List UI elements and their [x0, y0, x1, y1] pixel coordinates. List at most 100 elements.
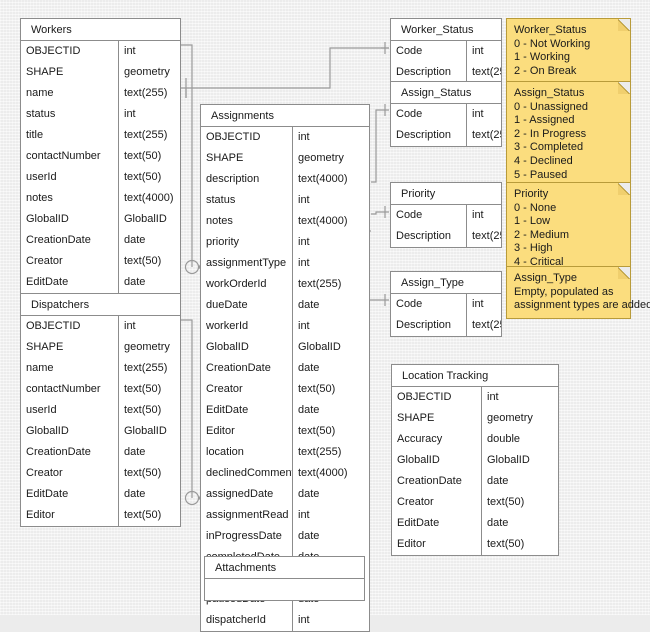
- field-type: int: [298, 257, 310, 269]
- table-worker-status[interactable]: Worker_Status CodeintDescriptiontext(255…: [390, 18, 502, 84]
- table-row: Creator text(50): [21, 251, 180, 272]
- field-type: int: [298, 131, 310, 143]
- table-rows-attachments: [205, 579, 364, 600]
- field-type: text(50): [298, 425, 336, 437]
- field-name: Creator: [21, 251, 119, 272]
- table-title-assignments: Assignments: [201, 105, 369, 127]
- note-title-priority: Priority: [514, 188, 549, 200]
- field-name: status: [21, 104, 119, 125]
- field-name: CreationDate: [392, 471, 482, 492]
- field-type: text(50): [124, 255, 162, 267]
- field-name: userId: [21, 400, 119, 421]
- field-type: date: [124, 446, 146, 458]
- field-name: workerId: [201, 316, 293, 337]
- note-line: 2 - On Break: [514, 64, 577, 77]
- field-type: date: [124, 276, 146, 288]
- field-name: Editor: [201, 421, 293, 442]
- table-title-workers: Workers: [21, 19, 180, 41]
- field-type: text(50): [487, 496, 525, 508]
- field-name: location: [201, 442, 293, 463]
- field-name: description: [201, 169, 293, 190]
- field-name: Creator: [201, 379, 293, 400]
- field-name: GlobalID: [392, 450, 482, 471]
- table-row: name text(255): [21, 83, 180, 104]
- field-name: GlobalID: [21, 421, 119, 442]
- field-name: name: [21, 358, 119, 379]
- note-title-worker-status: Worker_Status: [514, 24, 587, 36]
- field-name: userId: [21, 167, 119, 188]
- note-fold-icon: [618, 18, 631, 31]
- field-name: contactNumber: [21, 379, 119, 400]
- field-name: dueDate: [201, 295, 293, 316]
- field-type: geometry: [124, 341, 170, 353]
- field-name: CreationDate: [201, 358, 293, 379]
- field-type: date: [298, 299, 320, 311]
- note-line: 3 - High: [514, 242, 553, 255]
- table-attachments[interactable]: Attachments: [204, 556, 365, 601]
- field-type: date: [298, 488, 320, 500]
- field-name: Description: [391, 226, 467, 247]
- field-name: assignmentRead: [201, 505, 293, 526]
- table-row: Editor text(50): [201, 421, 369, 442]
- note-fold-icon: [618, 81, 631, 94]
- field-type: date: [298, 362, 320, 374]
- field-type: text(255): [124, 87, 168, 99]
- field-name: Code: [391, 41, 467, 62]
- field-name: notes: [21, 188, 119, 209]
- field-type: text(4000): [298, 215, 348, 227]
- field-name: contactNumber: [21, 146, 119, 167]
- table-assign-status[interactable]: Assign_Status CodeintDescriptiontext(255…: [390, 81, 502, 147]
- note-line: 1 - Working: [514, 51, 571, 64]
- note-line: 0 - Not Working: [514, 37, 591, 50]
- field-type: text(255): [472, 319, 501, 331]
- field-type: text(255): [298, 278, 342, 290]
- field-type: geometry: [487, 412, 533, 424]
- field-name: SHAPE: [21, 337, 119, 358]
- field-name: CreationDate: [21, 230, 119, 251]
- note-line: 1 - Assigned: [514, 114, 575, 127]
- field-name: dispatcherId: [201, 610, 293, 631]
- note-line: 4 - Declined: [514, 154, 573, 167]
- field-type: date: [298, 530, 320, 542]
- connector-worker-status-to-workers: [181, 42, 389, 98]
- field-name: name: [21, 83, 119, 104]
- table-row: SHAPE geometry: [21, 337, 180, 358]
- field-type: double: [487, 433, 521, 445]
- field-name: EditDate: [21, 484, 119, 505]
- note-line: 1 - Low: [514, 215, 551, 228]
